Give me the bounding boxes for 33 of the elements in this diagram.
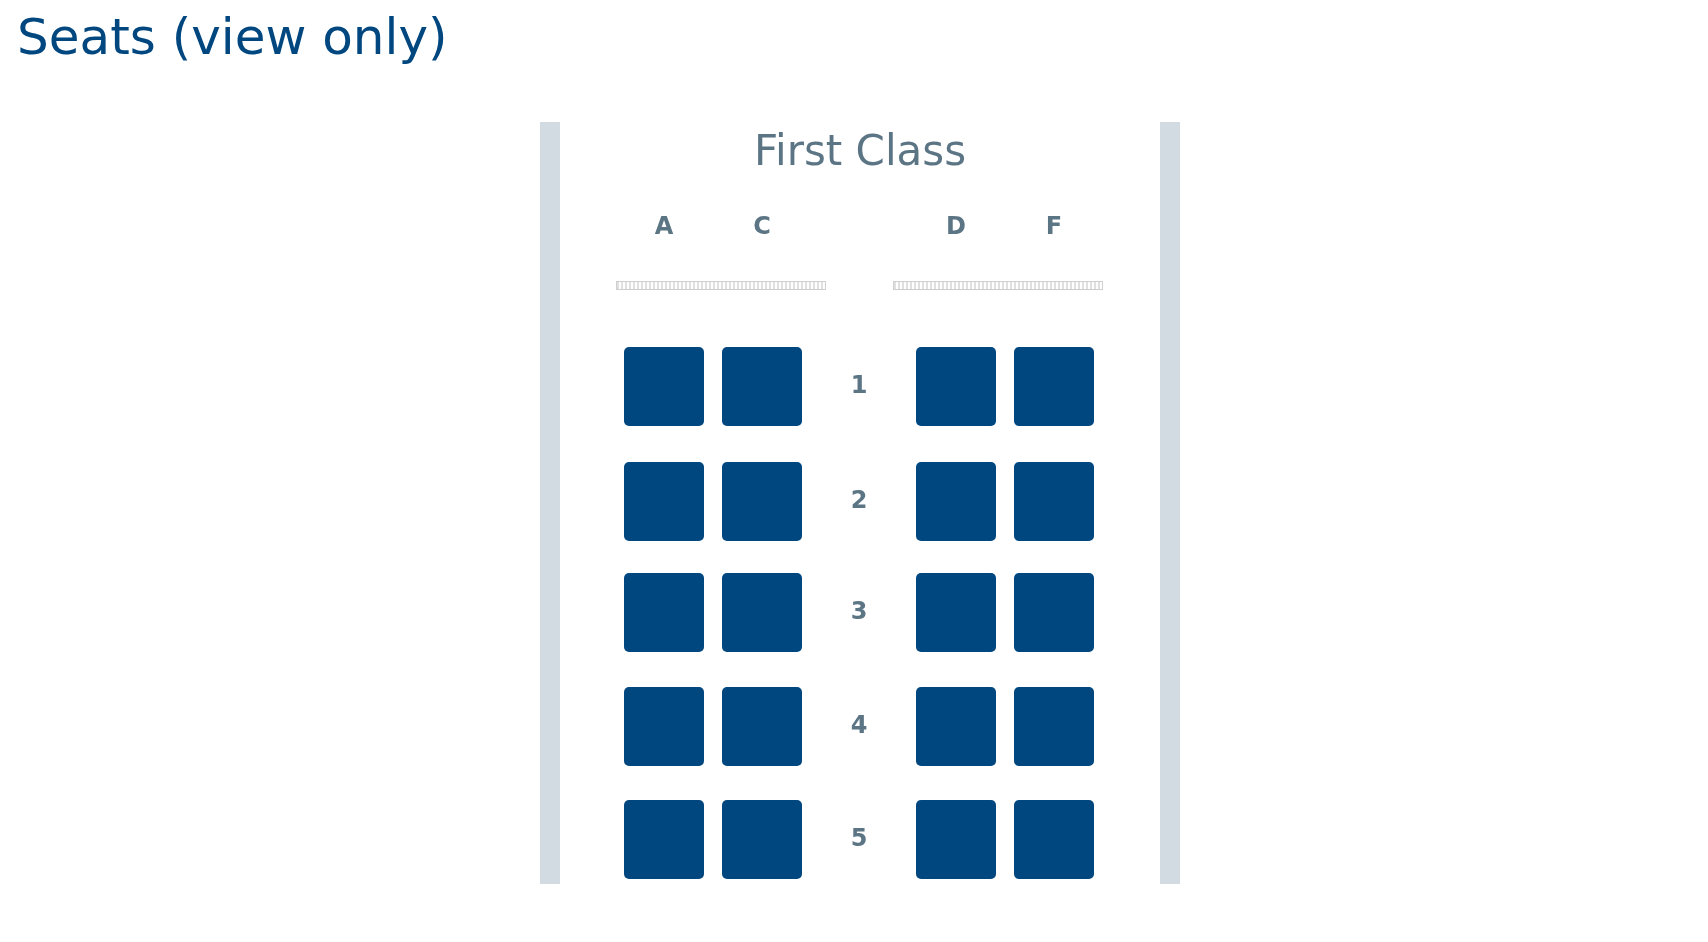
seat-icon: [916, 347, 996, 426]
column-letter: D: [945, 212, 967, 240]
seat-icon: [1014, 573, 1094, 652]
column-letter: C: [752, 212, 772, 240]
row-number: 4: [849, 711, 869, 739]
seat-icon: [916, 462, 996, 541]
seat-icon: [916, 687, 996, 766]
row-number: 5: [849, 824, 869, 852]
seat-icon: [722, 573, 802, 652]
column-letter: A: [653, 212, 675, 240]
seat-icon: [624, 687, 704, 766]
row-number: 3: [849, 597, 869, 625]
seat-icon: [624, 462, 704, 541]
seat-icon: [722, 800, 802, 879]
seat-icon: [1014, 687, 1094, 766]
seat-icon: [624, 800, 704, 879]
row-number: 1: [849, 371, 869, 399]
cabin-wall: [540, 122, 560, 884]
seat-icon: [624, 573, 704, 652]
section-heading: First Class: [752, 126, 968, 175]
seat-icon: [722, 347, 802, 426]
seat-icon: [1014, 347, 1094, 426]
seat-icon: [1014, 800, 1094, 879]
row-number: 2: [849, 486, 869, 514]
seat-icon: [916, 800, 996, 879]
seat-icon: [722, 687, 802, 766]
page-title: Seats (view only): [17, 8, 448, 66]
seat-icon: [624, 347, 704, 426]
seat-icon: [1014, 462, 1094, 541]
column-letter: F: [1044, 212, 1064, 240]
cabin-wall: [1160, 122, 1180, 884]
seat-icon: [916, 573, 996, 652]
seat-icon: [722, 462, 802, 541]
